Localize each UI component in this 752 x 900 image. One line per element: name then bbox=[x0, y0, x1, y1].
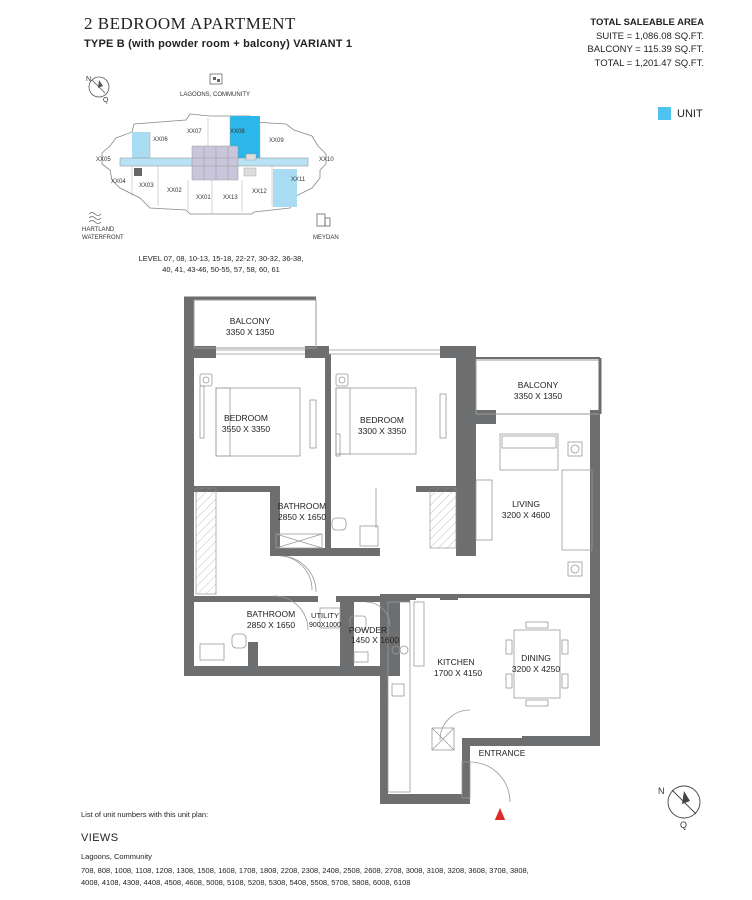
community-icon bbox=[209, 73, 223, 85]
area-summary: TOTAL SALEABLE AREA SUITE = 1,086.08 SQ.… bbox=[587, 16, 704, 70]
unit-highlight-xx11 bbox=[273, 169, 297, 207]
area-suite: SUITE = 1,086.08 SQ.FT. bbox=[596, 30, 704, 42]
svg-text:XX07: XX07 bbox=[187, 129, 202, 135]
room-kitchen-name: KITCHEN bbox=[437, 657, 474, 667]
room-bathroom-2-dim: 2850 X 1650 bbox=[247, 620, 295, 630]
svg-text:XX12: XX12 bbox=[252, 189, 267, 195]
room-balcony-1-name: BALCONY bbox=[230, 316, 271, 326]
views-subheading: Lagoons, Community bbox=[81, 852, 152, 861]
room-dining-name: DINING bbox=[521, 653, 551, 663]
room-living-name: LIVING bbox=[512, 499, 540, 509]
unit-number-list: 708, 808, 1008, 1108, 1208, 1308, 1508, … bbox=[81, 865, 601, 889]
legend: UNIT bbox=[658, 107, 703, 120]
room-utility-name: UTILITY bbox=[311, 611, 339, 620]
levels-line-1: LEVEL 07, 08, 10-13, 15-18, 22-27, 30-32… bbox=[138, 254, 304, 263]
unit-highlight-xx06 bbox=[132, 132, 150, 160]
legend-label: UNIT bbox=[677, 107, 703, 120]
svg-text:XX02: XX02 bbox=[167, 188, 182, 194]
page-title: 2 BEDROOM APARTMENT bbox=[84, 14, 296, 33]
compass-q: Q bbox=[680, 820, 687, 830]
levels-line-2: 40, 41, 43-46, 50-55, 57, 58, 60, 61 bbox=[162, 265, 280, 274]
svg-text:XX13: XX13 bbox=[223, 195, 238, 201]
room-utility-dim: 900X1000 bbox=[309, 622, 341, 629]
svg-text:XX04: XX04 bbox=[111, 179, 126, 185]
page-subtitle: TYPE B (with powder room + balcony) VARI… bbox=[84, 38, 353, 50]
key-compass-n: N bbox=[86, 76, 91, 83]
area-balcony: BALCONY = 115.39 SQ.FT. bbox=[587, 44, 704, 55]
svg-text:XX03: XX03 bbox=[139, 183, 154, 189]
svg-text:XX01: XX01 bbox=[196, 195, 211, 201]
room-powder-dim: 1450 X 1600 bbox=[351, 635, 399, 645]
svg-text:XX11: XX11 bbox=[291, 177, 306, 183]
views-heading: VIEWS bbox=[81, 832, 119, 844]
keyplan-top-label: LAGOONS, COMMUNITY bbox=[180, 92, 250, 98]
svg-text:XX09: XX09 bbox=[269, 138, 284, 144]
room-entrance-name: ENTRANCE bbox=[479, 748, 526, 758]
legend-swatch bbox=[658, 107, 671, 120]
room-bedroom-2-name: BEDROOM bbox=[360, 415, 404, 425]
svg-text:XX05: XX05 bbox=[96, 157, 111, 163]
keyplan-left-label-2: WATERFRONT bbox=[82, 235, 124, 241]
room-bathroom-1-dim: 2850 X 1650 bbox=[278, 512, 326, 522]
keyplan-right-label: MEYDAN bbox=[313, 235, 339, 241]
svg-text:XX08: XX08 bbox=[230, 129, 245, 135]
key-compass-q: Q bbox=[103, 97, 109, 104]
room-living-dim: 3200 X 4600 bbox=[502, 510, 550, 520]
floor-plan: BALCONY 3350 X 1350 BALCONY 3350 X 1350 … bbox=[184, 296, 602, 820]
room-balcony-1-dim: 3350 X 1350 bbox=[226, 327, 274, 337]
room-dining-dim: 3200 X 4250 bbox=[512, 664, 560, 674]
svg-text:XX06: XX06 bbox=[153, 137, 168, 143]
room-bathroom-2-name: BATHROOM bbox=[247, 609, 295, 619]
compass-icon: N Q bbox=[658, 785, 701, 830]
levels-list: LEVEL 07, 08, 10-13, 15-18, 22-27, 30-32… bbox=[128, 253, 314, 275]
compass-n: N bbox=[658, 786, 665, 796]
unit-list-line-1: 708, 808, 1008, 1108, 1208, 1308, 1508, … bbox=[81, 866, 529, 875]
area-total: TOTAL = 1,201.47 SQ.FT. bbox=[594, 57, 704, 69]
key-plan: N Q XX07 XX08 XX09 XX06 XX05 XX10 XX04 X… bbox=[82, 73, 339, 241]
room-powder-name: POWDER bbox=[349, 625, 387, 635]
room-bathroom-1-name: BATHROOM bbox=[278, 501, 326, 511]
room-bedroom-2-dim: 3300 X 3350 bbox=[358, 426, 406, 436]
svg-text:XX10: XX10 bbox=[319, 157, 334, 163]
waterfront-icon bbox=[88, 212, 102, 224]
room-kitchen-dim: 1700 X 4150 bbox=[434, 668, 482, 678]
room-bedroom-1-dim: 3550 X 3350 bbox=[222, 424, 270, 434]
entrance-marker bbox=[494, 808, 506, 820]
meydan-icon bbox=[316, 213, 331, 227]
key-plan-compass-icon bbox=[88, 76, 110, 98]
room-balcony-2-dim: 3350 X 1350 bbox=[514, 391, 562, 401]
room-bedroom-1-name: BEDROOM bbox=[224, 413, 268, 423]
unit-list-line-2: 4008, 4108, 4308, 4408, 4508, 4608, 5008… bbox=[81, 878, 411, 887]
unit-list-note: List of unit numbers with this unit plan… bbox=[81, 810, 209, 819]
area-heading: TOTAL SALEABLE AREA bbox=[590, 17, 704, 28]
room-balcony-2-name: BALCONY bbox=[518, 380, 559, 390]
keyplan-left-label-1: HARTLAND bbox=[82, 227, 115, 233]
